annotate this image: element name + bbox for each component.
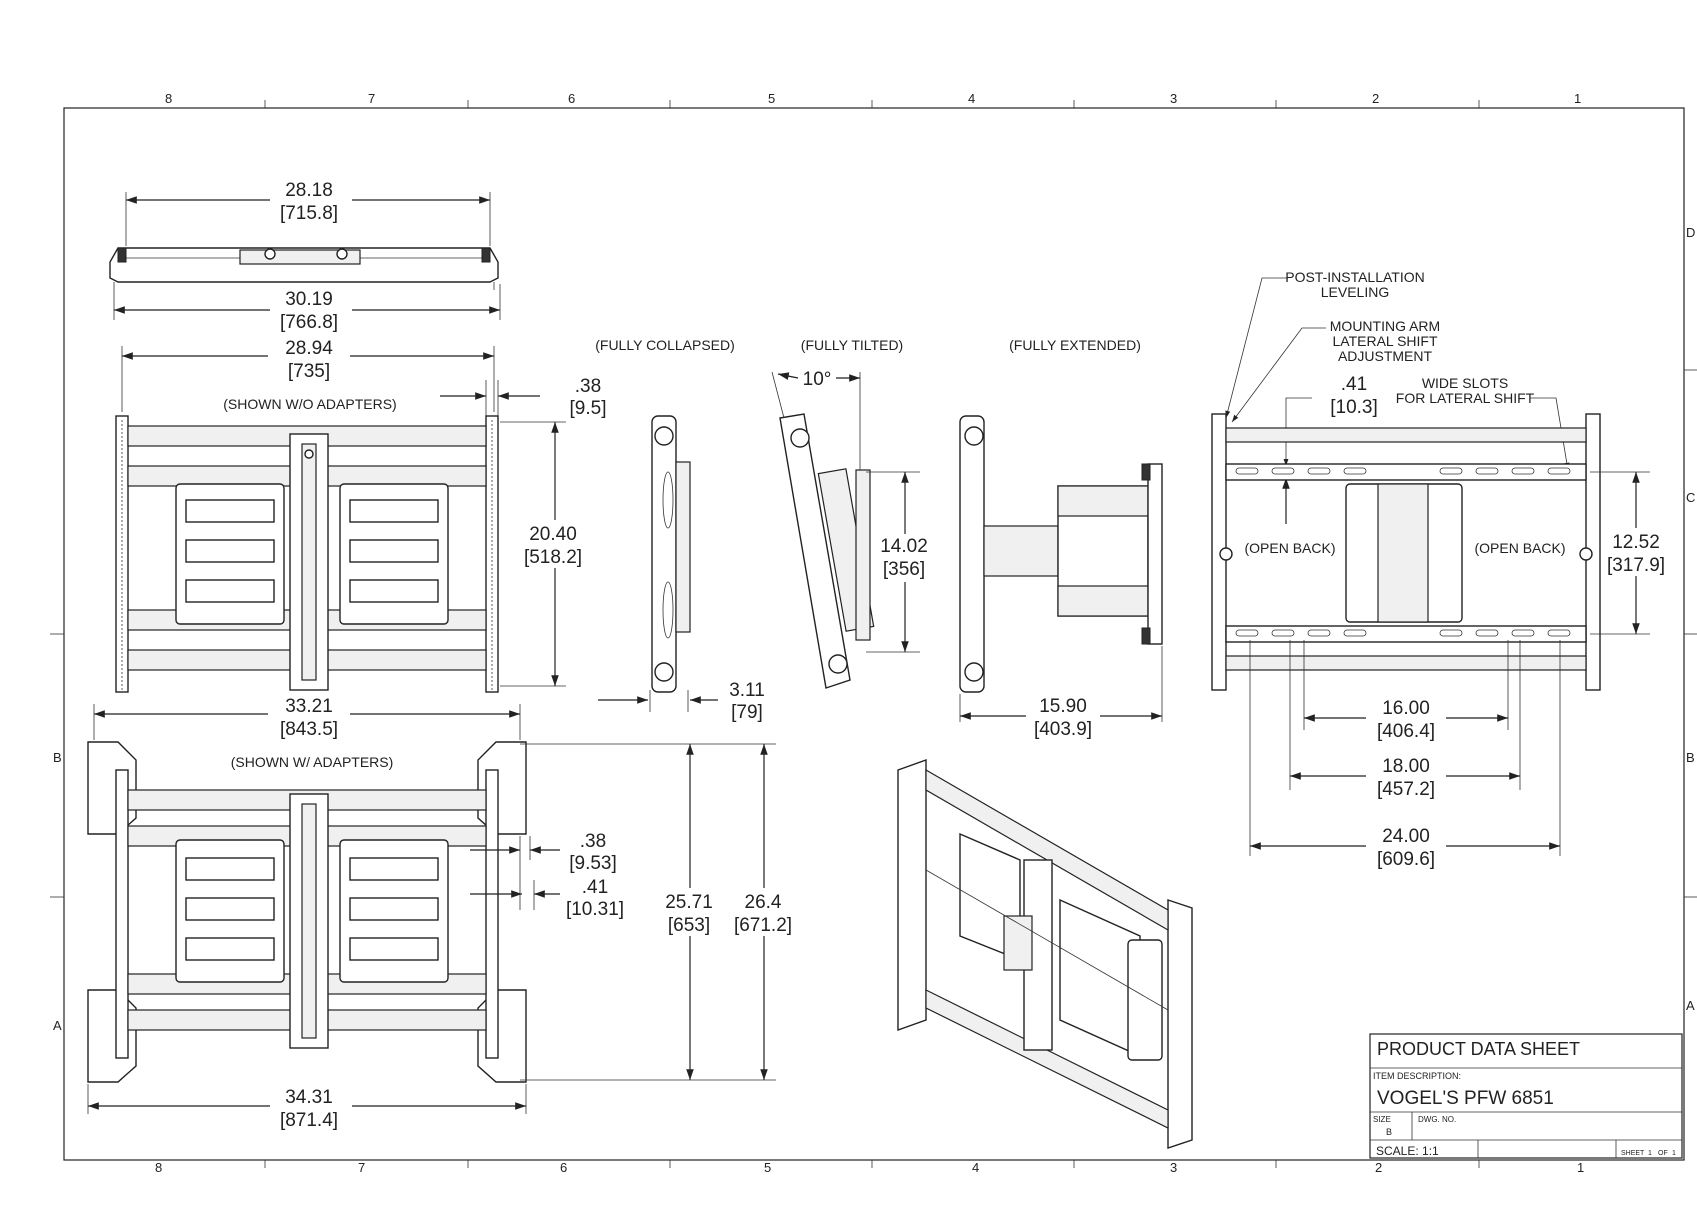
front-height-dim: 20.40 (529, 524, 577, 545)
adapter-height-outer-mm: [671.2] (734, 915, 792, 936)
adapter-width-dim-mm: [871.4] (280, 1110, 338, 1131)
adapter-rail1-dim: .38 (580, 831, 606, 852)
rear-height-dim: 12.52 (1612, 532, 1660, 553)
zone-col-2-bottom: 2 (1375, 1160, 1382, 1175)
zone-row-a-right: A (1686, 998, 1695, 1013)
rear-spacing-16-mm: [406.4] (1377, 721, 1435, 742)
item-description-label: ITEM DESCRIPTION: (1373, 1071, 1461, 1081)
front-width-dim-mm: [735] (288, 361, 330, 382)
size-label: SIZE (1373, 1115, 1391, 1124)
side-view-collapsed: (FULLY COLLAPSED) 3.11 [79] (595, 337, 765, 723)
extended-depth-dim: 15.90 (1039, 696, 1087, 717)
sheet-border (50, 100, 1697, 1168)
top-outer-dim: 30.19 (285, 289, 333, 310)
rear-spacing-18-mm: [457.2] (1377, 779, 1435, 800)
zone-col-3-bottom: 3 (1170, 1160, 1177, 1175)
adapter-height-inner-mm: [653] (668, 915, 710, 936)
front-rail-dim: .38 (575, 376, 601, 397)
zone-col-8-top: 8 (165, 91, 172, 106)
rear-open-back-left: (OPEN BACK) (1244, 540, 1335, 556)
zone-col-5-top: 5 (768, 91, 775, 106)
top-outer-dim-mm: [766.8] (280, 312, 338, 333)
adapter-rail2-dim: .41 (582, 877, 608, 898)
sheet-total: 1 (1672, 1150, 1676, 1157)
zone-row-a-left: A (53, 1018, 62, 1033)
top-view: 28.18 [715.8] 30.19 [766.8] (109, 180, 501, 334)
front-view-no-adapters: 28.94 [735] (SHOWN W/O ADAPTERS) .38 [9.… (93, 338, 607, 742)
zone-col-1-top: 1 (1574, 91, 1581, 106)
zone-col-3-top: 3 (1170, 91, 1177, 106)
rear-open-back-right: (OPEN BACK) (1474, 540, 1565, 556)
tilted-caption: (FULLY TILTED) (801, 337, 903, 353)
side-view-extended: (FULLY EXTENDED) 15.90 [403.9] (959, 337, 1163, 742)
front-overall-dim-mm: [843.5] (280, 719, 338, 740)
rear-spacing-24: 24.00 (1382, 826, 1430, 847)
zone-row-b-left: B (53, 750, 62, 765)
callout-leveling-1: POST-INSTALLATION (1285, 269, 1425, 285)
front-rail-dim-mm: [9.5] (570, 398, 607, 419)
adapter-rail2-dim-mm: [10.31] (566, 899, 624, 920)
callout-shift-1: MOUNTING ARM (1330, 318, 1440, 334)
callout-slots-2: FOR LATERAL SHIFT (1396, 390, 1535, 406)
front-view-adapters: (SHOWN W/ ADAPTERS) .38 [9.53] .41 [10 (87, 741, 800, 1132)
zone-col-1-bottom: 1 (1577, 1160, 1584, 1175)
collapsed-caption: (FULLY COLLAPSED) (595, 337, 735, 353)
zone-col-6-top: 6 (568, 91, 575, 106)
title-block: PRODUCT DATA SHEET ITEM DESCRIPTION: VOG… (1369, 1033, 1683, 1159)
rear-spacing-16: 16.00 (1382, 698, 1430, 719)
callout-leveling-2: LEVELING (1321, 284, 1389, 300)
sheet-number: 1 (1648, 1150, 1652, 1157)
zone-col-4-top: 4 (968, 91, 975, 106)
front-overall-dim: 33.21 (285, 696, 333, 717)
zone-row-c-right: C (1686, 490, 1695, 505)
zone-col-7-bottom: 7 (358, 1160, 365, 1175)
zone-col-8-bottom: 8 (155, 1160, 162, 1175)
rear-view: POST-INSTALLATION LEVELING MOUNTING ARM … (1211, 269, 1670, 871)
zone-col-2-top: 2 (1372, 91, 1379, 106)
front-caption-adapters: (SHOWN W/ ADAPTERS) (231, 754, 394, 770)
zone-col-6-bottom: 6 (560, 1160, 567, 1175)
zone-row-d-right: D (1686, 225, 1695, 240)
callout-shift-2: LATERAL SHIFT (1332, 333, 1437, 349)
adapter-rail1-dim-mm: [9.53] (569, 853, 617, 874)
callout-slots-1: WIDE SLOTS (1422, 375, 1508, 391)
tilted-height-dim: 14.02 (880, 536, 928, 557)
size-value: B (1386, 1127, 1392, 1137)
rear-slot-offset: .41 (1341, 374, 1367, 395)
rear-slot-offset-mm: [10.3] (1330, 397, 1378, 418)
sheet-label: SHEET (1621, 1150, 1645, 1157)
front-caption-no-adapters: (SHOWN W/O ADAPTERS) (223, 396, 396, 412)
rear-spacing-18: 18.00 (1382, 756, 1430, 777)
zone-col-5-bottom: 5 (764, 1160, 771, 1175)
zone-col-4-bottom: 4 (972, 1160, 979, 1175)
adapter-width-dim: 34.31 (285, 1087, 333, 1108)
adapter-height-outer: 26.4 (745, 892, 782, 913)
top-inner-dim: 28.18 (285, 180, 333, 201)
dwg-no-label: DWG. NO. (1418, 1115, 1456, 1124)
rear-spacing-24-mm: [609.6] (1377, 849, 1435, 870)
zone-row-b-right: B (1686, 750, 1695, 765)
top-inner-dim-mm: [715.8] (280, 203, 338, 224)
front-height-dim-mm: [518.2] (524, 547, 582, 568)
collapsed-depth-dim: 3.11 (729, 680, 765, 701)
zone-labels: 8 7 6 5 4 3 2 1 8 7 6 5 4 3 2 1 B A D C … (53, 91, 1695, 1175)
front-width-dim: 28.94 (285, 338, 333, 359)
of-label: OF (1658, 1150, 1668, 1157)
title-heading: PRODUCT DATA SHEET (1377, 1039, 1580, 1059)
tilted-angle: 10° (803, 369, 832, 390)
extended-caption: (FULLY EXTENDED) (1009, 337, 1141, 353)
item-description: VOGEL'S PFW 6851 (1377, 1088, 1554, 1109)
rear-height-dim-mm: [317.9] (1607, 555, 1665, 576)
extended-depth-dim-mm: [403.9] (1034, 719, 1092, 740)
collapsed-depth-dim-mm: [79] (731, 702, 763, 723)
callout-shift-3: ADJUSTMENT (1338, 348, 1433, 364)
side-view-tilted: (FULLY TILTED) 10° 14.02 [356] (771, 337, 938, 689)
adapter-height-inner: 25.71 (665, 892, 713, 913)
scale-label: SCALE: 1:1 (1376, 1144, 1439, 1158)
tilted-height-dim-mm: [356] (883, 559, 925, 580)
zone-col-7-top: 7 (368, 91, 375, 106)
isometric-view (897, 759, 1193, 1149)
